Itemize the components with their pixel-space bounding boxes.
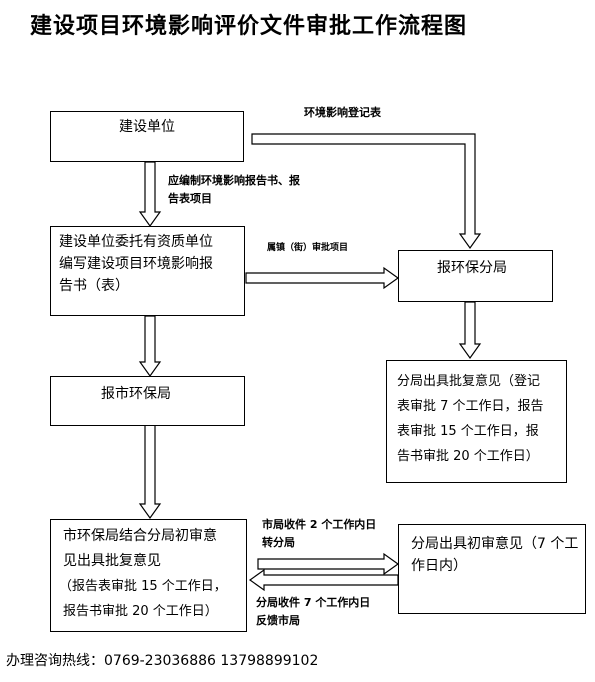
box-sub-approval: 分局出具批复意见（登记 表审批 7 个工作日，报告 表审批 15 个工作日，报 …	[386, 360, 567, 483]
label-town-approval: 属镇（街）审批项目	[267, 243, 349, 253]
consult-hotline: 办理咨询热线：0769-23036886 13798899102	[6, 653, 319, 669]
arrow-unit-to-entrust	[138, 161, 162, 228]
box-sub-initial: 分局出具初审意见（7 个工 作日内）	[398, 524, 586, 614]
arrow-initial-to-city	[248, 568, 399, 592]
arrow-entrust-to-city	[138, 315, 162, 378]
label-city-to-sub: 市局收件 2 个工作内日 转分局	[262, 518, 377, 549]
label-report-projects: 应编制环境影响报告书、报 告表项目	[168, 174, 300, 205]
arrow-sub-to-approval	[458, 301, 482, 360]
page-title: 建设项目环境影响评价文件审批工作流程图	[30, 14, 468, 39]
box-entrust-report: 建设单位委托有资质单位 编写建设项目环境影响报 告书（表）	[50, 226, 245, 316]
arrow-unit-to-sub-elbow	[251, 133, 482, 250]
box-construction-unit: 建设单位	[50, 111, 244, 162]
arrow-city-to-initial	[257, 552, 400, 576]
label-sub-to-city: 分局收件 7 个工作内日 反馈市局	[256, 596, 371, 627]
box-sub-bureau: 报环保分局	[398, 250, 553, 302]
box-city-review: 市环保局结合分局初审意 见出具批复意见 （报告表审批 15 个工作日， 报告书审…	[50, 519, 247, 632]
box-city-bureau: 报市环保局	[50, 376, 245, 426]
arrow-city-to-review	[138, 409, 162, 520]
arrow-entrust-to-sub	[245, 266, 400, 290]
label-registration-form: 环境影响登记表	[304, 106, 381, 119]
